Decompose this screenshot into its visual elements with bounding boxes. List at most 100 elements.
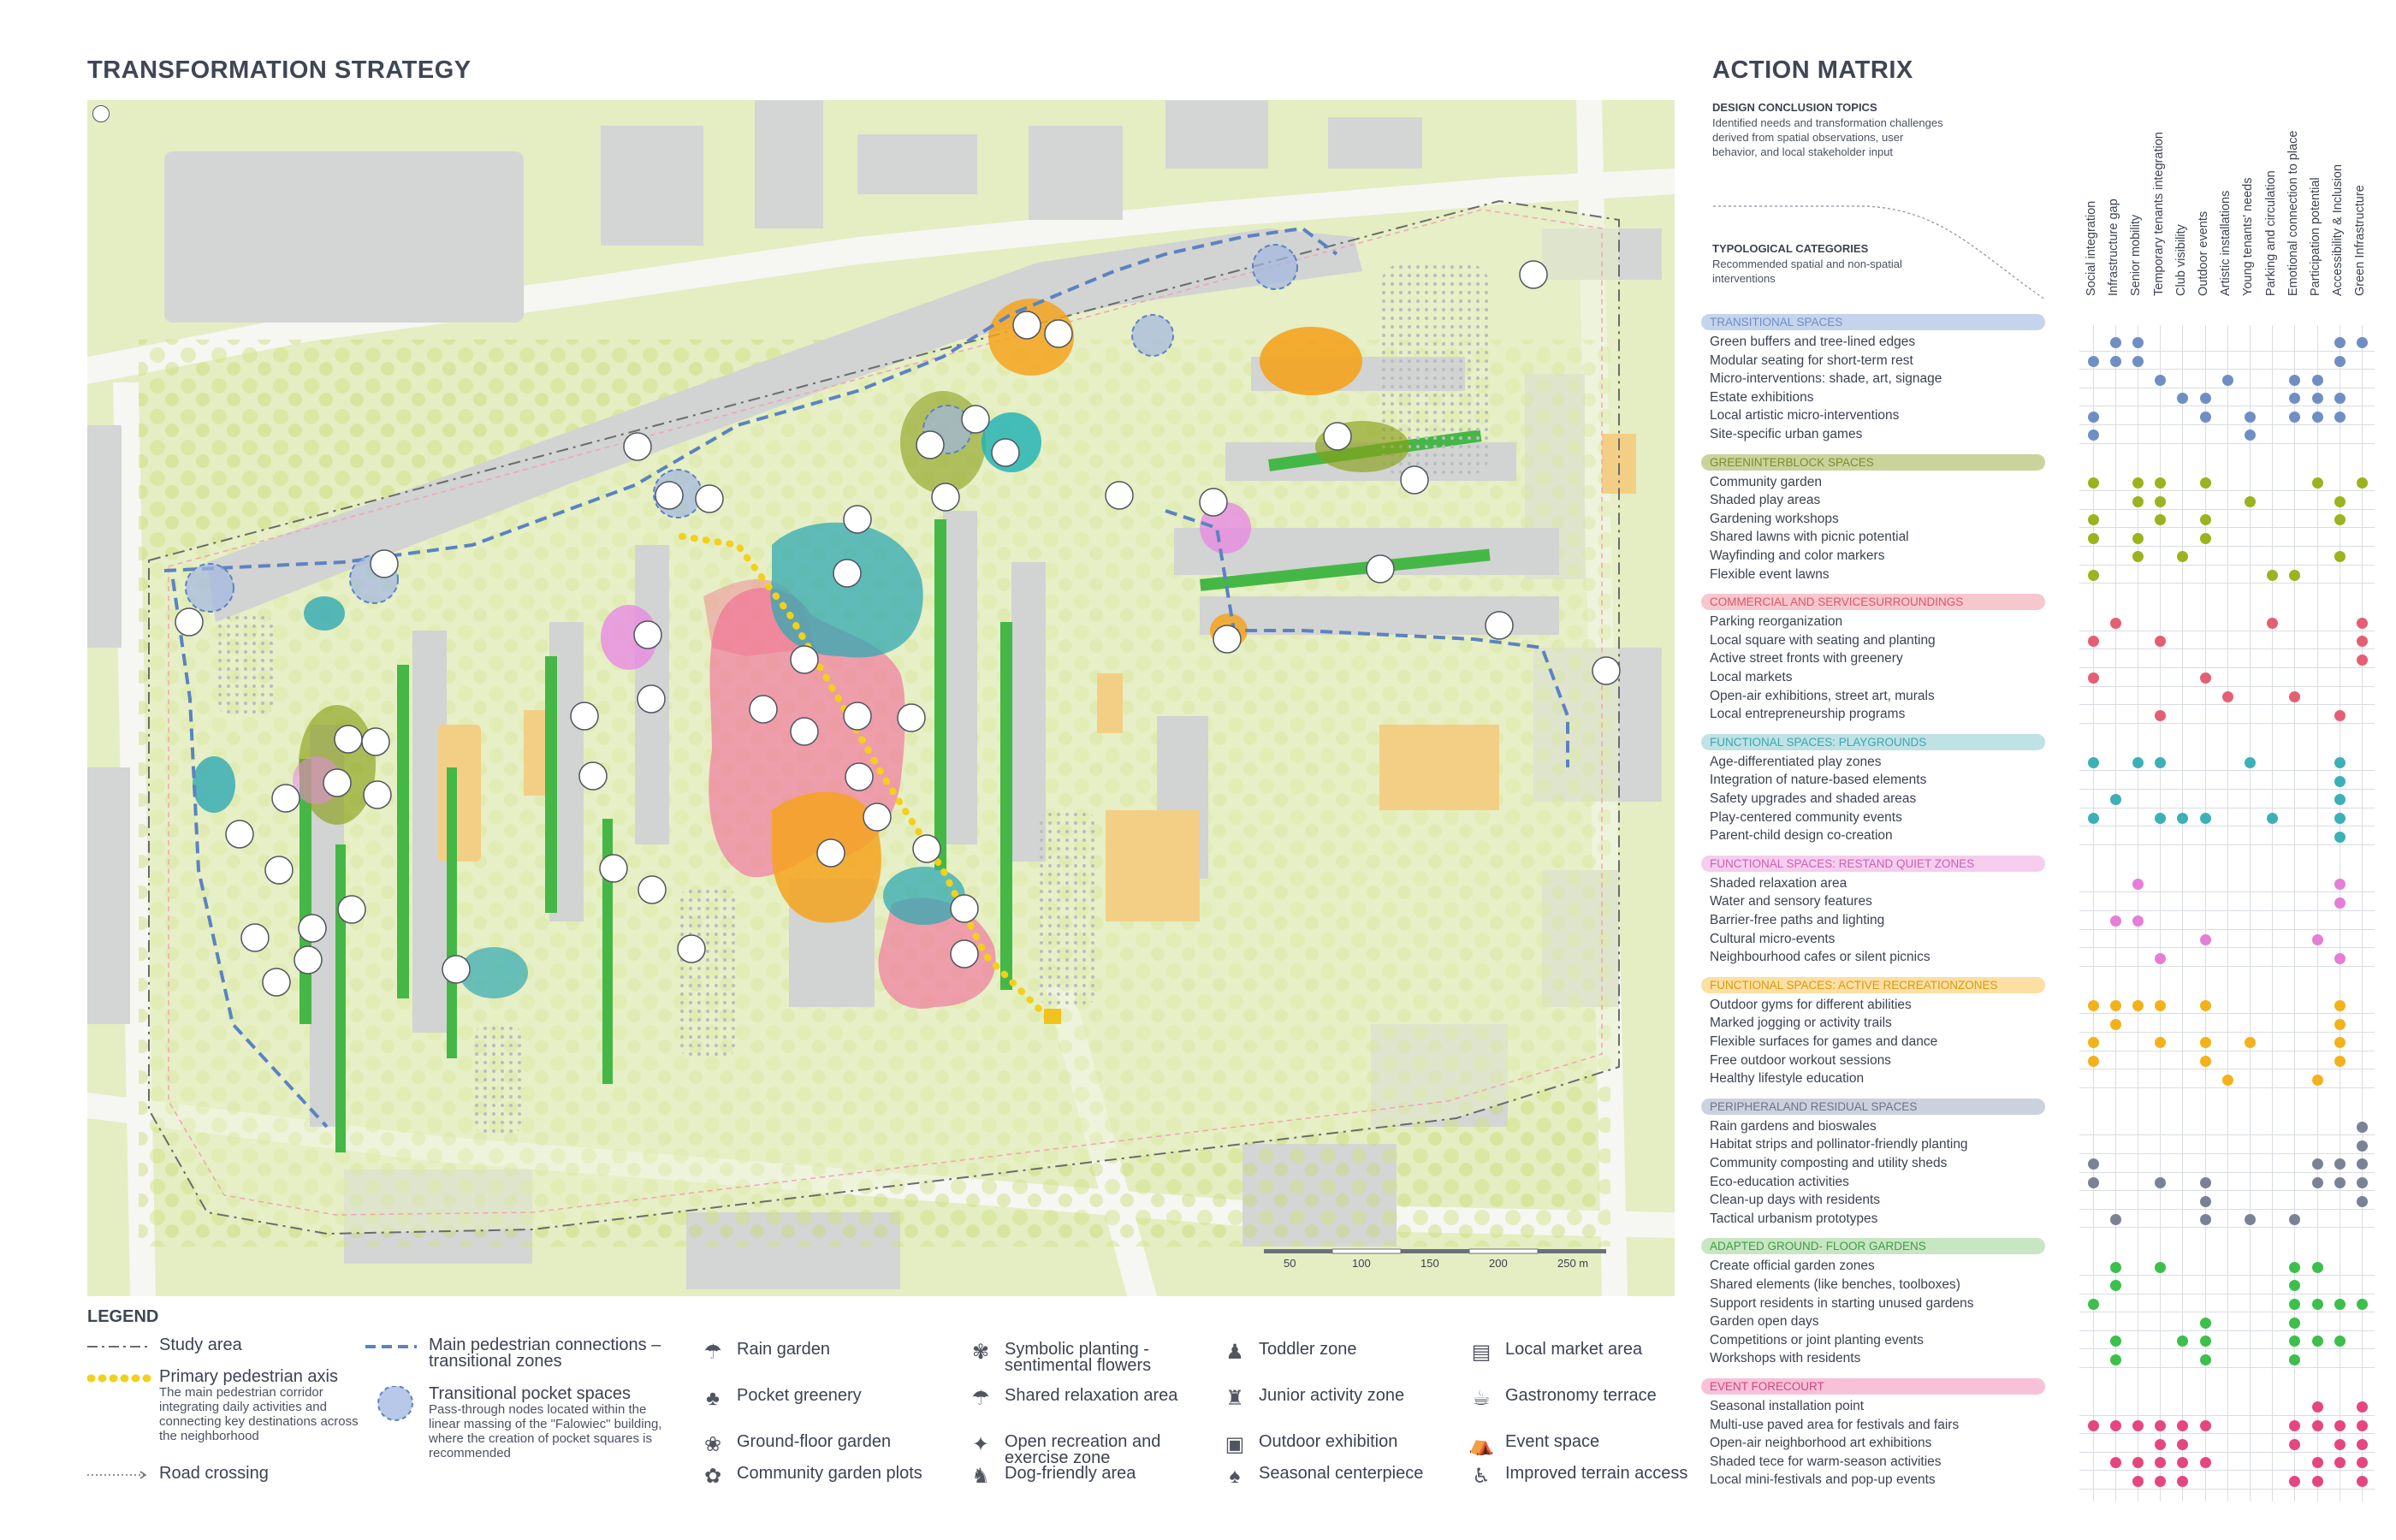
- matrix-dot: [2334, 1438, 2346, 1450]
- matrix-row-label: Shaded play areas: [1710, 493, 1821, 508]
- matrix-row-label: Multi-use paved area for festivals and f…: [1710, 1417, 1960, 1432]
- matrix-row-label: Competitions or joint planting events: [1710, 1332, 1924, 1348]
- matrix-dot: [2109, 337, 2121, 349]
- matrix-dot: [2087, 1298, 2099, 1310]
- symbolic-planting-icon: ✾: [971, 1341, 990, 1364]
- matrix-dot: [2244, 411, 2256, 423]
- matrix-dot: [2155, 495, 2167, 507]
- grid-row-line: [2079, 1013, 2375, 1015]
- topics-desc: Identified needs and transformation chal…: [1712, 116, 1943, 158]
- matrix-dot: [2177, 1438, 2189, 1450]
- matrix-dot: [2311, 411, 2323, 423]
- category-header: TRANSITIONAL SPACES: [1701, 314, 2045, 330]
- grid-column-line: [2249, 325, 2251, 1502]
- legend-label: Ground-floor garden: [737, 1432, 892, 1451]
- matrix-dot: [2087, 1000, 2099, 1012]
- matrix-dot: [2311, 374, 2323, 386]
- legend-label: Toddler zone: [1259, 1340, 1357, 1359]
- matrix-row-label: Local markets: [1710, 670, 1793, 684]
- matrix-dot: [2244, 1214, 2256, 1226]
- matrix-dot: [2356, 654, 2368, 666]
- grid-row-line: [2079, 667, 2375, 668]
- grid-column-line: [2316, 325, 2318, 1502]
- matrix-dot: [2334, 775, 2346, 787]
- legend-item-ground-floor-garden: ❀Ground-floor garden: [697, 1432, 954, 1460]
- pedestrian-connection-line-icon: [357, 1337, 422, 1356]
- grid-column-line: [2182, 325, 2184, 1502]
- grid-column-line: [2272, 325, 2274, 1502]
- matrix-dot: [2334, 1419, 2346, 1431]
- matrix-dot: [2311, 933, 2323, 945]
- matrix-row-label: Parent-child design co-creation: [1710, 828, 1893, 844]
- matrix-dot: [2199, 933, 2211, 945]
- matrix-dot: [2087, 636, 2099, 648]
- matrix-dot: [2289, 690, 2301, 702]
- matrix-dot: [2087, 514, 2099, 526]
- matrix-dot: [2109, 1214, 2121, 1226]
- open-recreation-icon: ✦: [971, 1433, 990, 1456]
- matrix-dot: [2155, 374, 2167, 386]
- matrix-row-label: Green buffers and tree-lined edges: [1710, 335, 1916, 349]
- matrix-dot: [2311, 1457, 2323, 1469]
- grid-column-line: [2361, 325, 2363, 1502]
- matrix-title: ACTION MATRIX: [1712, 56, 1913, 84]
- legend-item-shared-relaxation-area: ☂Shared relaxation area: [965, 1387, 1222, 1413]
- matrix-row-label: Age-differentiated play zones: [1710, 754, 1882, 769]
- matrix-dot: [2087, 1037, 2099, 1049]
- matrix-dot: [2356, 1176, 2368, 1188]
- matrix-row-label: Barrier-free paths and lighting: [1710, 913, 1885, 927]
- matrix-row-label: Habitat strips and pollinator-friendly p…: [1710, 1137, 1968, 1152]
- matrix-dot: [2177, 1457, 2189, 1469]
- site-map: 50 100 150 200 250 m: [87, 100, 1675, 1296]
- scale-label-50: 50: [1284, 1257, 1296, 1270]
- matrix-dot: [2155, 757, 2167, 769]
- grid-row-line: [2079, 891, 2375, 893]
- matrix-dot: [2289, 1214, 2301, 1226]
- legend-label: Community garden plots: [737, 1464, 922, 1483]
- matrix-dot: [2289, 1298, 2301, 1310]
- matrix-row-label: Play-centered community events: [1710, 809, 1902, 825]
- matrix-dot: [2132, 1475, 2144, 1487]
- grid-row-line: [2079, 564, 2375, 566]
- matrix-row-label: Flexible event lawns: [1710, 566, 1830, 582]
- matrix-dot: [2177, 1419, 2189, 1431]
- column-header: Outdoor events: [2197, 210, 2210, 296]
- legend-label: Study area: [159, 1336, 242, 1354]
- matrix-row-label: Seasonal installation point: [1710, 1399, 1865, 1413]
- matrix-dot: [2177, 1475, 2189, 1487]
- legend-label: Event space: [1505, 1432, 1600, 1451]
- column-header: Emotional connection to place: [2286, 130, 2300, 296]
- matrix-dot: [2199, 1000, 2211, 1012]
- grid-row-line: [2079, 1153, 2375, 1154]
- legend-item-junior-activity-zone: ♜Junior activity zone: [1219, 1387, 1476, 1413]
- matrix-row-label: Integration of nature-based elements: [1710, 773, 1927, 788]
- matrix-dot: [2155, 514, 2167, 526]
- matrix-row-label: Wayfinding and color markers: [1710, 548, 1885, 563]
- matrix-dot: [2244, 429, 2256, 441]
- matrix-dot: [2221, 374, 2233, 386]
- column-header: Senior mobility: [2129, 214, 2144, 296]
- grid-row-line: [2079, 1489, 2375, 1490]
- matrix-dot: [2199, 1336, 2211, 1348]
- grid-row-line: [2079, 685, 2375, 687]
- matrix-dot: [2334, 812, 2346, 824]
- matrix-row-label: Workshops with residents: [1710, 1351, 1861, 1366]
- matrix-row-label: Cultural micro-events: [1710, 931, 1836, 946]
- matrix-dot: [2244, 1037, 2256, 1049]
- grid-row-line: [2079, 1451, 2375, 1453]
- matrix-dot: [2311, 1176, 2323, 1188]
- grid-column-line: [2227, 325, 2228, 1502]
- matrix-row-label: Local square with seating and planting: [1710, 632, 1936, 648]
- matrix-dot: [2087, 1158, 2099, 1170]
- matrix-dot: [2356, 337, 2368, 349]
- grid-row-line: [2079, 1171, 2375, 1173]
- matrix-dot: [2177, 393, 2189, 405]
- matrix-dot: [2267, 569, 2279, 581]
- grid-column-line: [2092, 325, 2094, 1502]
- community-garden-plots-icon: ✿: [703, 1465, 722, 1488]
- matrix-dot: [2334, 1176, 2346, 1188]
- grid-row-line: [2079, 490, 2375, 492]
- matrix-dot: [2356, 1401, 2368, 1413]
- matrix-row-label: Gardening workshops: [1710, 511, 1839, 526]
- categories-title: TYPOLOGICAL CATEGORIES: [1712, 242, 1869, 255]
